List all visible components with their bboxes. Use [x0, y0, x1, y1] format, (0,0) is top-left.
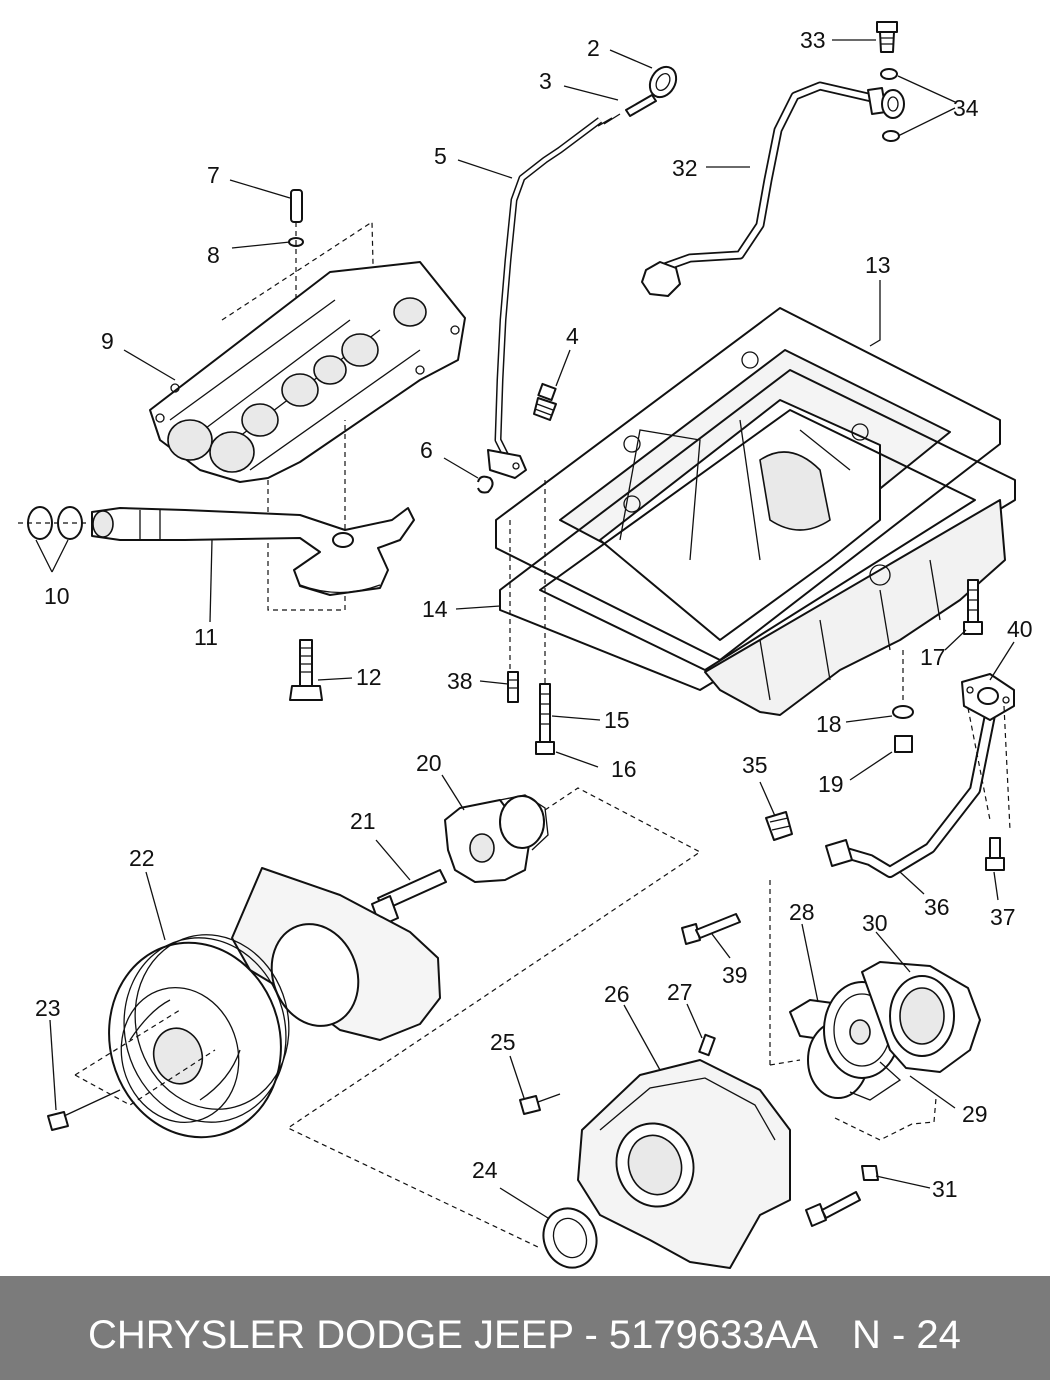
footer-bar: CHRYSLER DODGE JEEP - 5179633AA N - 24	[0, 1276, 1050, 1380]
oil-line-assembly	[765, 673, 1015, 878]
leader-lines	[35, 39, 1015, 1219]
callout-18: 18	[816, 711, 842, 737]
callout-28: 28	[789, 899, 815, 925]
dipstick-assembly	[487, 65, 678, 479]
diagram-code-caption: N - 24	[852, 1313, 961, 1357]
callout-32: 32	[672, 155, 698, 181]
callout-36: 36	[924, 894, 950, 920]
callout-7: 7	[207, 162, 220, 188]
bearing-cap-assembly	[149, 189, 466, 611]
callout-25: 25	[490, 1029, 516, 1055]
callout-5: 5	[434, 143, 447, 169]
callout-33: 33	[800, 27, 826, 53]
parts-diagram: 2 3 4 5 6 7 8 9 10 11 12 13 14 15 16 17 …	[18, 21, 1033, 1269]
callout-6: 6	[420, 437, 433, 463]
callout-16: 16	[611, 756, 637, 782]
callout-40: 40	[1007, 616, 1033, 642]
timing-cover-assembly	[519, 880, 879, 1269]
callout-30: 30	[862, 910, 888, 936]
oil-pump-assembly	[789, 961, 981, 1141]
oil-pickup-assembly	[18, 506, 415, 701]
callout-11: 11	[194, 624, 218, 650]
callout-27: 27	[667, 979, 693, 1005]
callout-34: 34	[953, 95, 979, 121]
callout-31: 31	[932, 1176, 958, 1202]
callout-14: 14	[422, 596, 448, 622]
callout-labels: 2 3 4 5 6 7 8 9 10 11 12 13 14 15 16 17 …	[35, 27, 1033, 1202]
callout-8: 8	[207, 242, 220, 268]
clip-6	[477, 475, 494, 494]
crankshaft-pulley-assembly	[47, 867, 441, 1139]
callout-2: 2	[587, 35, 600, 61]
callout-21: 21	[350, 808, 376, 834]
callout-3: 3	[539, 68, 552, 94]
callout-17: 17	[920, 644, 946, 670]
oil-tube-assembly	[641, 21, 905, 297]
oil-pan-assembly	[495, 307, 1016, 755]
callout-10: 10	[44, 583, 70, 609]
callout-12: 12	[356, 664, 382, 690]
callout-35: 35	[742, 752, 768, 778]
part-number-caption: CHRYSLER DODGE JEEP - 5179633AA	[88, 1313, 818, 1357]
callout-20: 20	[416, 750, 442, 776]
callout-4: 4	[566, 323, 579, 349]
callout-24: 24	[472, 1157, 498, 1183]
callout-26: 26	[604, 981, 630, 1007]
callout-29: 29	[962, 1101, 988, 1127]
callout-39: 39	[722, 962, 748, 988]
callout-23: 23	[35, 995, 61, 1021]
callout-38: 38	[447, 668, 473, 694]
callout-22: 22	[129, 845, 155, 871]
callout-37: 37	[990, 904, 1016, 930]
callout-13: 13	[865, 252, 891, 278]
callout-9: 9	[101, 328, 114, 354]
callout-15: 15	[604, 707, 630, 733]
bolt-4	[533, 382, 557, 421]
callout-19: 19	[818, 771, 844, 797]
